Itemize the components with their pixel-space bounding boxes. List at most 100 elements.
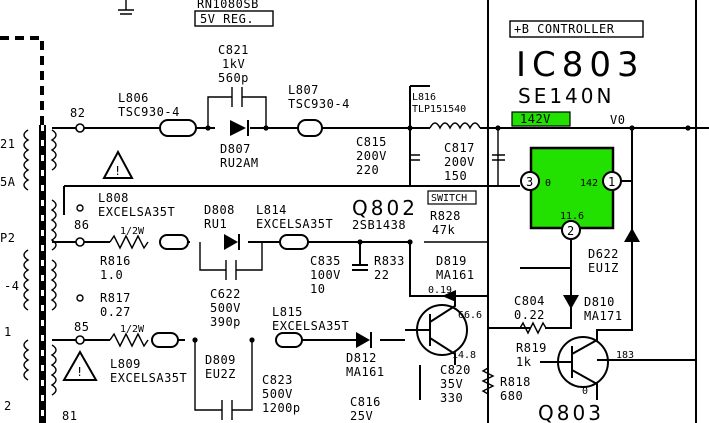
- c817-label: C817 200V 150: [444, 141, 475, 183]
- pin-1-num: 1: [608, 175, 616, 189]
- secondary-coil-2: [50, 199, 57, 251]
- voltage-0-19: 0.19: [428, 285, 452, 296]
- svg-text:L815: L815: [272, 305, 303, 319]
- svg-text:560p: 560p: [218, 71, 249, 85]
- c622-label: C622 500V 390p: [210, 287, 241, 329]
- warning-triangle-icon: [102, 149, 134, 179]
- l807-inductor: [297, 119, 323, 137]
- secondary-coil-1: [50, 129, 57, 171]
- d812-diode: [356, 332, 370, 348]
- l806-label: L806 TSC930-4: [118, 91, 180, 119]
- secondary-coil-4: [50, 344, 57, 396]
- controller-frame: [487, 0, 697, 423]
- svg-text:TLP151540: TLP151540: [412, 104, 466, 115]
- warning-triangle-mark: !: [76, 365, 84, 379]
- q803-label: Q803: [538, 401, 604, 423]
- svg-text:TSC930-4: TSC930-4: [118, 105, 180, 119]
- edge-label-5: 1: [4, 325, 12, 339]
- svg-text:R819: R819: [516, 341, 547, 355]
- svg-text:D809: D809: [205, 353, 236, 367]
- voltage-183: 183: [616, 350, 634, 361]
- d819-line: [409, 275, 488, 297]
- r833-label: R833 22: [374, 254, 405, 282]
- svg-text:D807: D807: [220, 142, 251, 156]
- d809-label: D809 EU2Z: [205, 353, 236, 381]
- junction-dot: [685, 125, 691, 131]
- svg-text:EU1Z: EU1Z: [588, 261, 619, 275]
- warning-triangle-mark: !: [114, 164, 122, 178]
- primary-coil-2: [23, 249, 30, 311]
- pin-2-voltage: 11.6: [560, 211, 584, 222]
- svg-text:C820: C820: [440, 363, 471, 377]
- node-86-terminal: [75, 237, 85, 247]
- top-title: RN1080SB: [197, 0, 259, 11]
- svg-text:C835: C835: [310, 254, 341, 268]
- pin-2-num: 2: [567, 224, 575, 238]
- svg-text:390p: 390p: [210, 315, 241, 329]
- d808-diode: [224, 234, 238, 250]
- svg-text:C622: C622: [210, 287, 241, 301]
- c821-label: C821 1kV 560p: [218, 43, 249, 85]
- reg-tag: 5V REG.: [200, 12, 254, 26]
- l815-label: L815 EXCELSA35T: [272, 305, 349, 333]
- svg-text:1.0: 1.0: [100, 268, 123, 282]
- r818-label: R818 680: [500, 375, 530, 403]
- l816-coil: [429, 122, 481, 130]
- svg-text:47k: 47k: [432, 223, 455, 237]
- svg-text:EXCELSA35T: EXCELSA35T: [272, 319, 349, 333]
- l816-label: L816 TLP151540: [412, 92, 466, 115]
- c815-c817: [410, 128, 505, 186]
- svg-text:330: 330: [440, 391, 463, 405]
- c835-label: C835 100V 10: [310, 254, 341, 296]
- edge-label-4: -4: [4, 279, 19, 293]
- r816-resistor: [109, 234, 149, 250]
- l806-inductor: [159, 119, 197, 137]
- d812-label: D812 MA161: [346, 351, 385, 379]
- svg-text:L808: L808: [98, 191, 129, 205]
- edge-label-3: P2: [0, 231, 15, 245]
- svg-text:1k: 1k: [516, 355, 532, 369]
- pin-1-voltage: 142: [580, 178, 598, 189]
- svg-text:MA161: MA161: [436, 268, 475, 282]
- r828-label: R828 47k: [430, 209, 460, 237]
- junction-dot: [407, 125, 413, 131]
- r816-wattage: 1/2W: [120, 226, 145, 237]
- svg-text:R816: R816: [100, 254, 131, 268]
- c622-capacitor: [199, 242, 263, 280]
- svg-text:200V: 200V: [356, 149, 387, 163]
- node-82-terminal: [75, 123, 85, 133]
- voltage-66-6: 66.6: [458, 310, 482, 321]
- r817-resistor: [109, 332, 149, 348]
- junction-dot: [263, 125, 269, 131]
- edge-label-6: 2: [4, 399, 12, 413]
- q802-label: Q802 2SB1438: [352, 196, 415, 232]
- svg-text:200V: 200V: [444, 155, 475, 169]
- l809-label: L809 EXCELSA35T: [110, 357, 187, 385]
- svg-text:0.22: 0.22: [514, 308, 545, 322]
- svg-text:EU2Z: EU2Z: [205, 367, 236, 381]
- svg-text:EXCELSA35T: EXCELSA35T: [256, 217, 333, 231]
- primary-coil-1: [23, 129, 30, 191]
- ic-ref: IC803: [516, 45, 645, 85]
- svg-text:MA161: MA161: [346, 365, 385, 379]
- svg-text:25V: 25V: [350, 409, 373, 423]
- secondary-coil-3: [50, 259, 57, 311]
- svg-text:RU2AM: RU2AM: [220, 156, 259, 170]
- warning-triangle-icon: [62, 349, 98, 381]
- l809-inductor: [151, 332, 179, 348]
- svg-text:22: 22: [374, 268, 389, 282]
- junction-dot: [205, 125, 211, 131]
- svg-text:150: 150: [444, 169, 467, 183]
- r818-c820-lines: [419, 365, 489, 410]
- svg-text:D808: D808: [204, 203, 235, 217]
- l816-lead: [409, 85, 430, 186]
- c820-label: C820 35V 330: [440, 363, 471, 405]
- c835: [352, 242, 368, 271]
- c823-label: C823 500V 1200p: [262, 373, 300, 415]
- l808-label: L808 EXCELSA35T: [98, 191, 175, 219]
- v142-label: 142V: [520, 112, 551, 126]
- d807-diode: [230, 120, 246, 136]
- svg-text:R833: R833: [374, 254, 405, 268]
- svg-text:D819: D819: [436, 254, 467, 268]
- pin-3-voltage: 0: [545, 178, 551, 189]
